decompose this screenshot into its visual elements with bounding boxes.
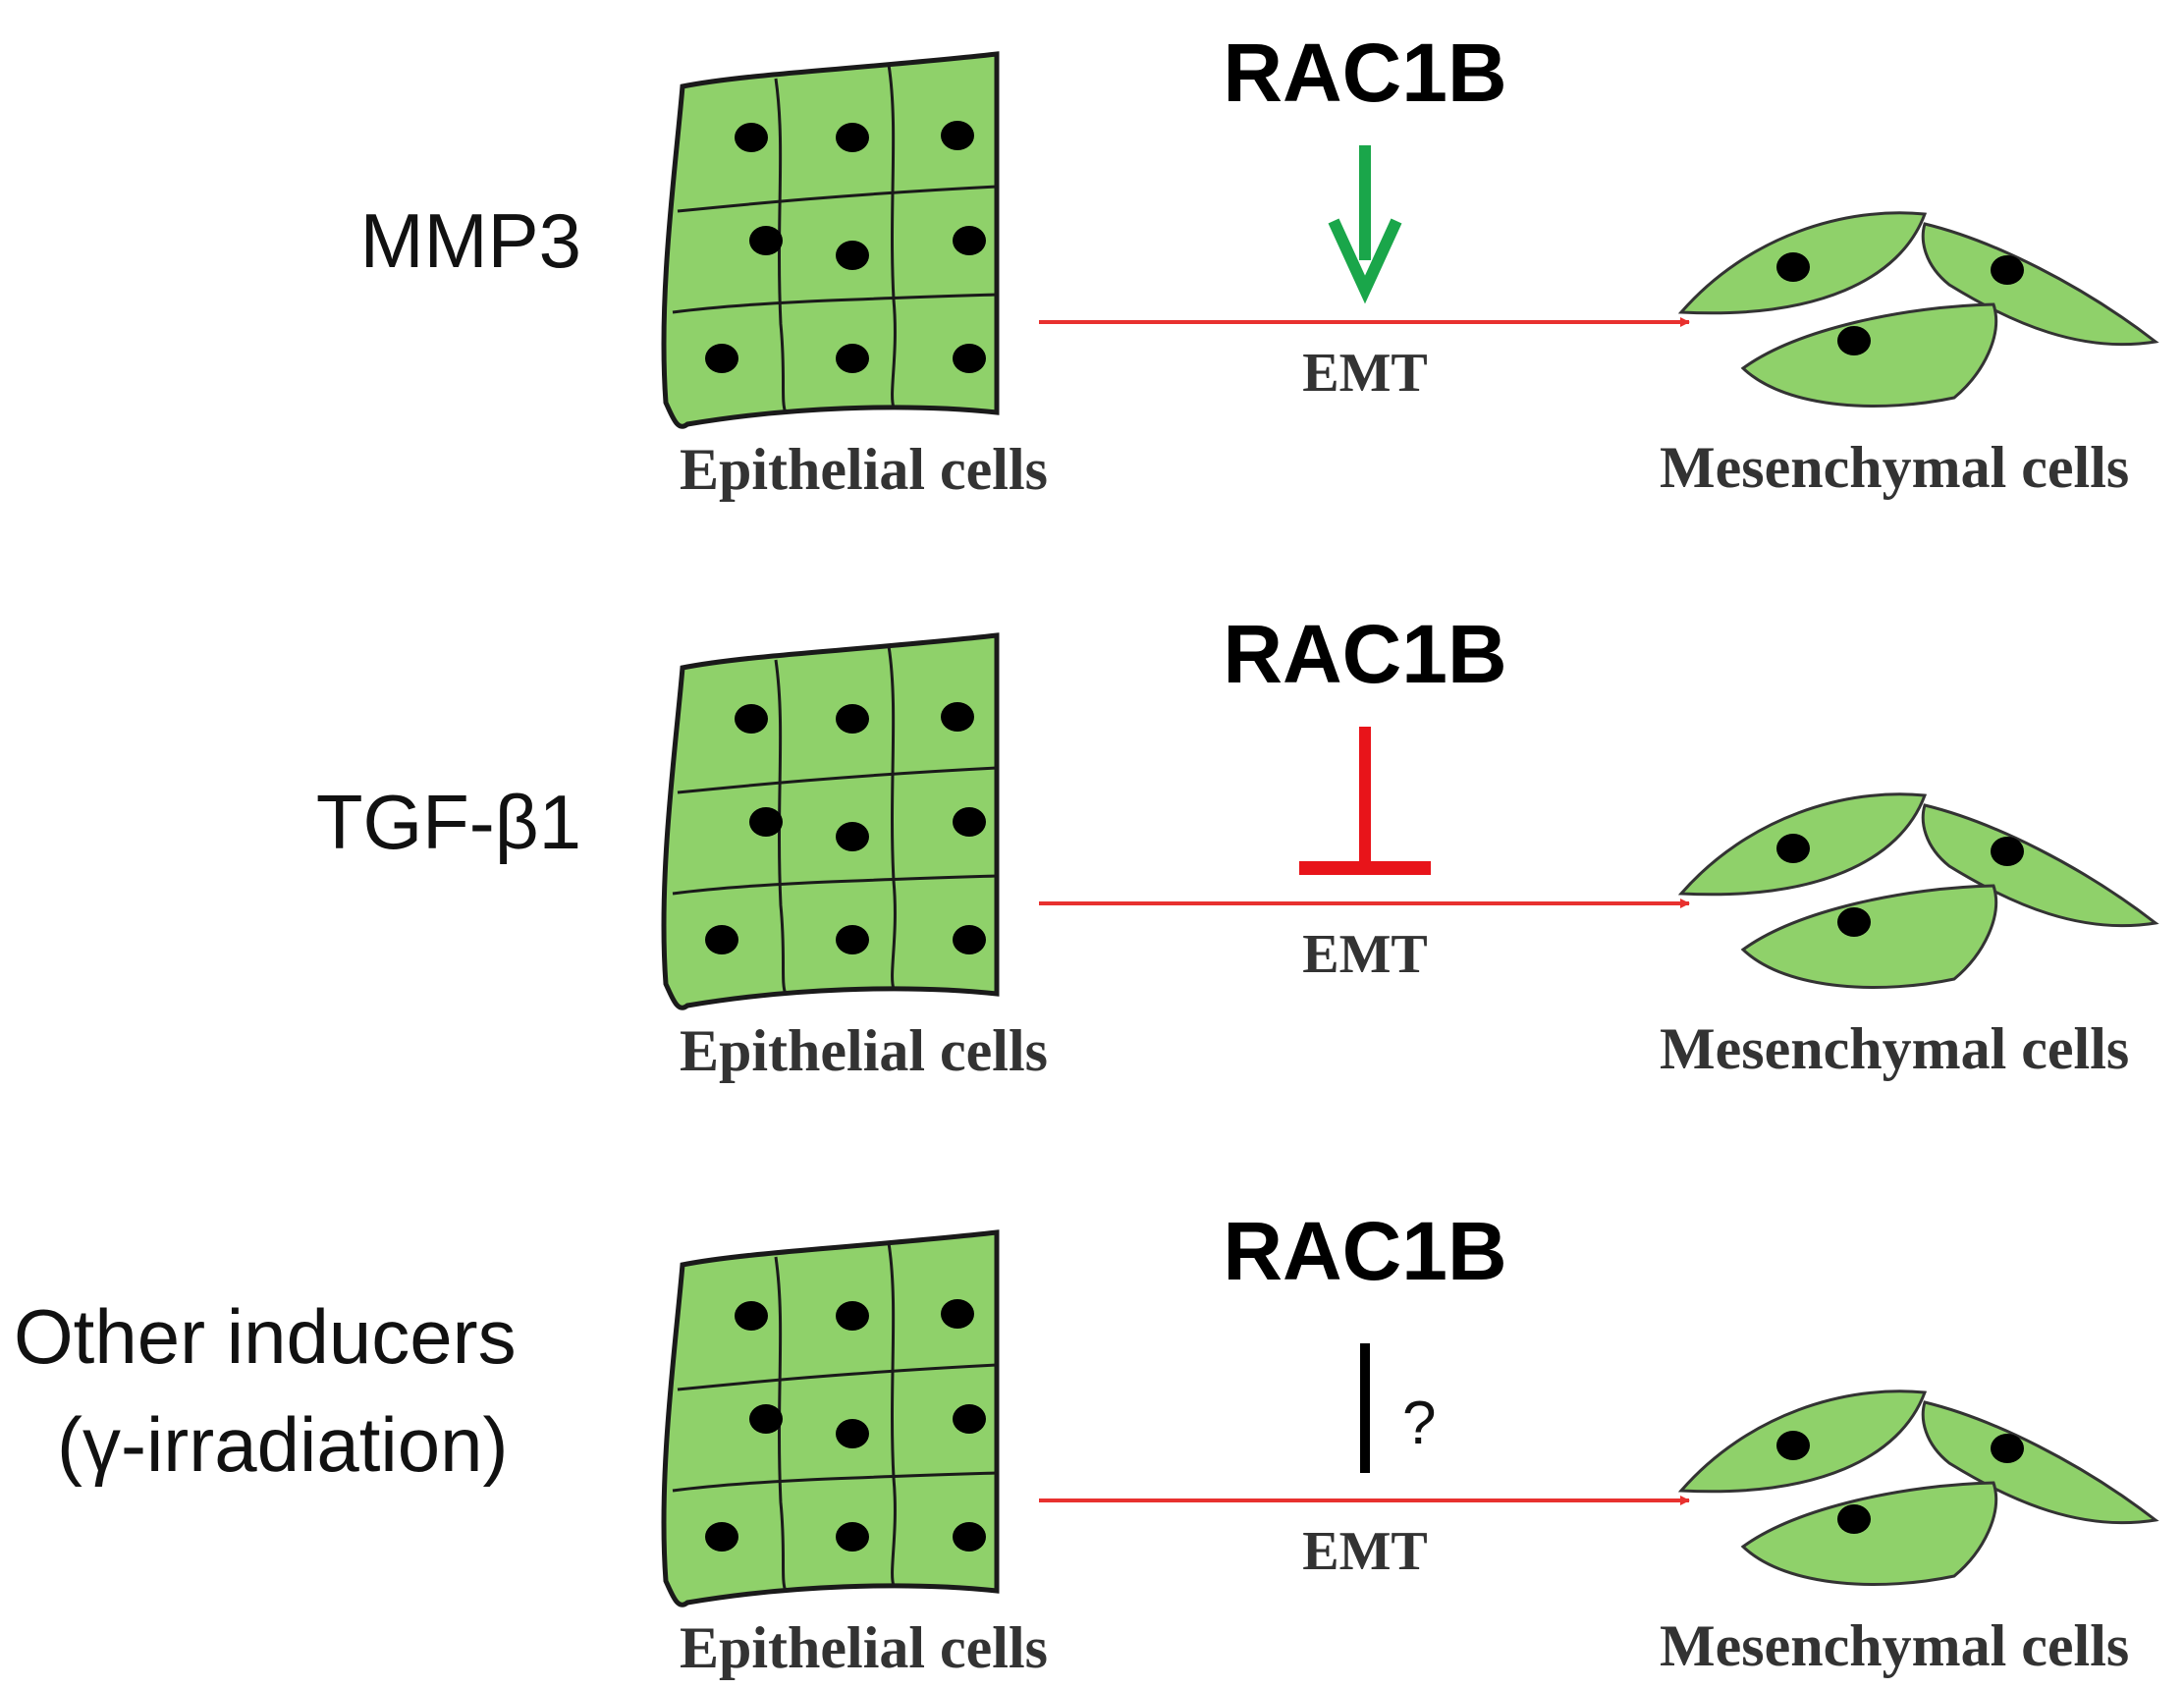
diagram-row-1: MMP3 RAC1B EMT Epithelial cells Mesenchymal … [360, 27, 2159, 502]
inhibition-bar-icon [1299, 727, 1431, 875]
cell-border [672, 874, 998, 896]
cell-nucleus [941, 121, 974, 150]
unknown-effect-mark: ? [1402, 1389, 1436, 1457]
cell-nucleus [705, 925, 738, 954]
diagram-row-3: Other inducers (γ-irradiation) RAC1B? EMT Ep… [14, 1205, 2159, 1680]
cell-nucleus [941, 1299, 974, 1329]
cell-nucleus [836, 1522, 869, 1552]
cell-nucleus [953, 226, 986, 255]
inducer-label: Other inducers [14, 1293, 517, 1380]
epithelial-cells-label: Epithelial cells [680, 1018, 1048, 1083]
cell-nucleus [705, 344, 738, 373]
diagram-row-2: TGF-β1 RAC1B EMT Epithelial cells Mesenchyma… [316, 608, 2159, 1083]
cell-border [677, 766, 998, 794]
cell-border [887, 645, 897, 990]
cell-nucleus [1837, 907, 1871, 937]
cell-nucleus [1837, 326, 1871, 355]
cell-nucleus [1776, 834, 1810, 863]
cell-nucleus [836, 241, 869, 270]
cell-nucleus [836, 344, 869, 373]
cell-nucleus [749, 226, 783, 255]
epithelial-cells-label: Epithelial cells [680, 437, 1048, 502]
cell-nucleus [1991, 1434, 2024, 1463]
cell-border [677, 1363, 998, 1391]
modulator-label: RAC1B [1223, 27, 1506, 119]
mesenchymal-cell [1740, 302, 1998, 408]
mesenchymal-cell [1740, 1481, 1998, 1586]
cell-nucleus [735, 1301, 768, 1331]
cell-nucleus [836, 925, 869, 954]
epithelial-cells-illustration [661, 51, 1000, 429]
cell-nucleus [705, 1522, 738, 1552]
epithelial-cells-label: Epithelial cells [680, 1615, 1048, 1680]
cell-nucleus [735, 704, 768, 734]
cell-nucleus [953, 807, 986, 837]
modulator-label: RAC1B [1223, 1205, 1506, 1297]
inducer-label: MMP3 [360, 197, 581, 284]
cell-border [887, 1242, 897, 1587]
cell-nucleus [953, 344, 986, 373]
cell-nucleus [953, 1522, 986, 1552]
cell-nucleus [749, 807, 783, 837]
emt-label: EMT [1302, 924, 1428, 985]
cell-nucleus [836, 704, 869, 734]
cell-nucleus [735, 123, 768, 152]
cell-nucleus [836, 123, 869, 152]
emt-label: EMT [1302, 343, 1428, 404]
epithelial-cells-illustration [661, 632, 1000, 1010]
mesenchymal-cells-label: Mesenchymal cells [1660, 1016, 2129, 1081]
cell-nucleus [953, 1404, 986, 1434]
promote-arrow-icon [1328, 145, 1402, 304]
cell-nucleus [1991, 837, 2024, 866]
emt-label: EMT [1302, 1521, 1428, 1582]
mesenchymal-cell [1921, 1400, 2159, 1525]
cell-nucleus [941, 702, 974, 732]
cell-border [672, 293, 998, 314]
mesenchymal-cells-illustration [1677, 211, 2159, 408]
cell-nucleus [749, 1404, 783, 1434]
cell-nucleus [836, 1301, 869, 1331]
mesenchymal-cell [1740, 884, 1998, 989]
cell-border [774, 78, 788, 413]
cell-nucleus [836, 1419, 869, 1448]
inducer-sublabel: (γ-irradiation) [57, 1401, 508, 1488]
modulator-label: RAC1B [1223, 608, 1506, 700]
cell-nucleus [1837, 1504, 1871, 1534]
mesenchymal-cells-illustration [1677, 1389, 2159, 1586]
cell-border [887, 64, 897, 409]
arrow-head [1328, 218, 1402, 304]
cell-border [774, 659, 788, 995]
cell-border [677, 185, 998, 213]
cell-nucleus [1776, 1431, 1810, 1460]
mesenchymal-cells-label: Mesenchymal cells [1660, 1613, 2129, 1678]
cell-border [774, 1256, 788, 1592]
cell-nucleus [1776, 252, 1810, 282]
cell-nucleus [953, 925, 986, 954]
mesenchymal-cell [1921, 222, 2159, 347]
inducer-label: TGF-β1 [316, 779, 581, 865]
mesenchymal-cells-label: Mesenchymal cells [1660, 435, 2129, 500]
cell-nucleus [836, 822, 869, 851]
cell-border [672, 1471, 998, 1493]
epithelial-cells-illustration [661, 1229, 1000, 1607]
mesenchymal-cell [1921, 803, 2159, 928]
cell-nucleus [1991, 255, 2024, 285]
mesenchymal-cells-illustration [1677, 792, 2159, 989]
